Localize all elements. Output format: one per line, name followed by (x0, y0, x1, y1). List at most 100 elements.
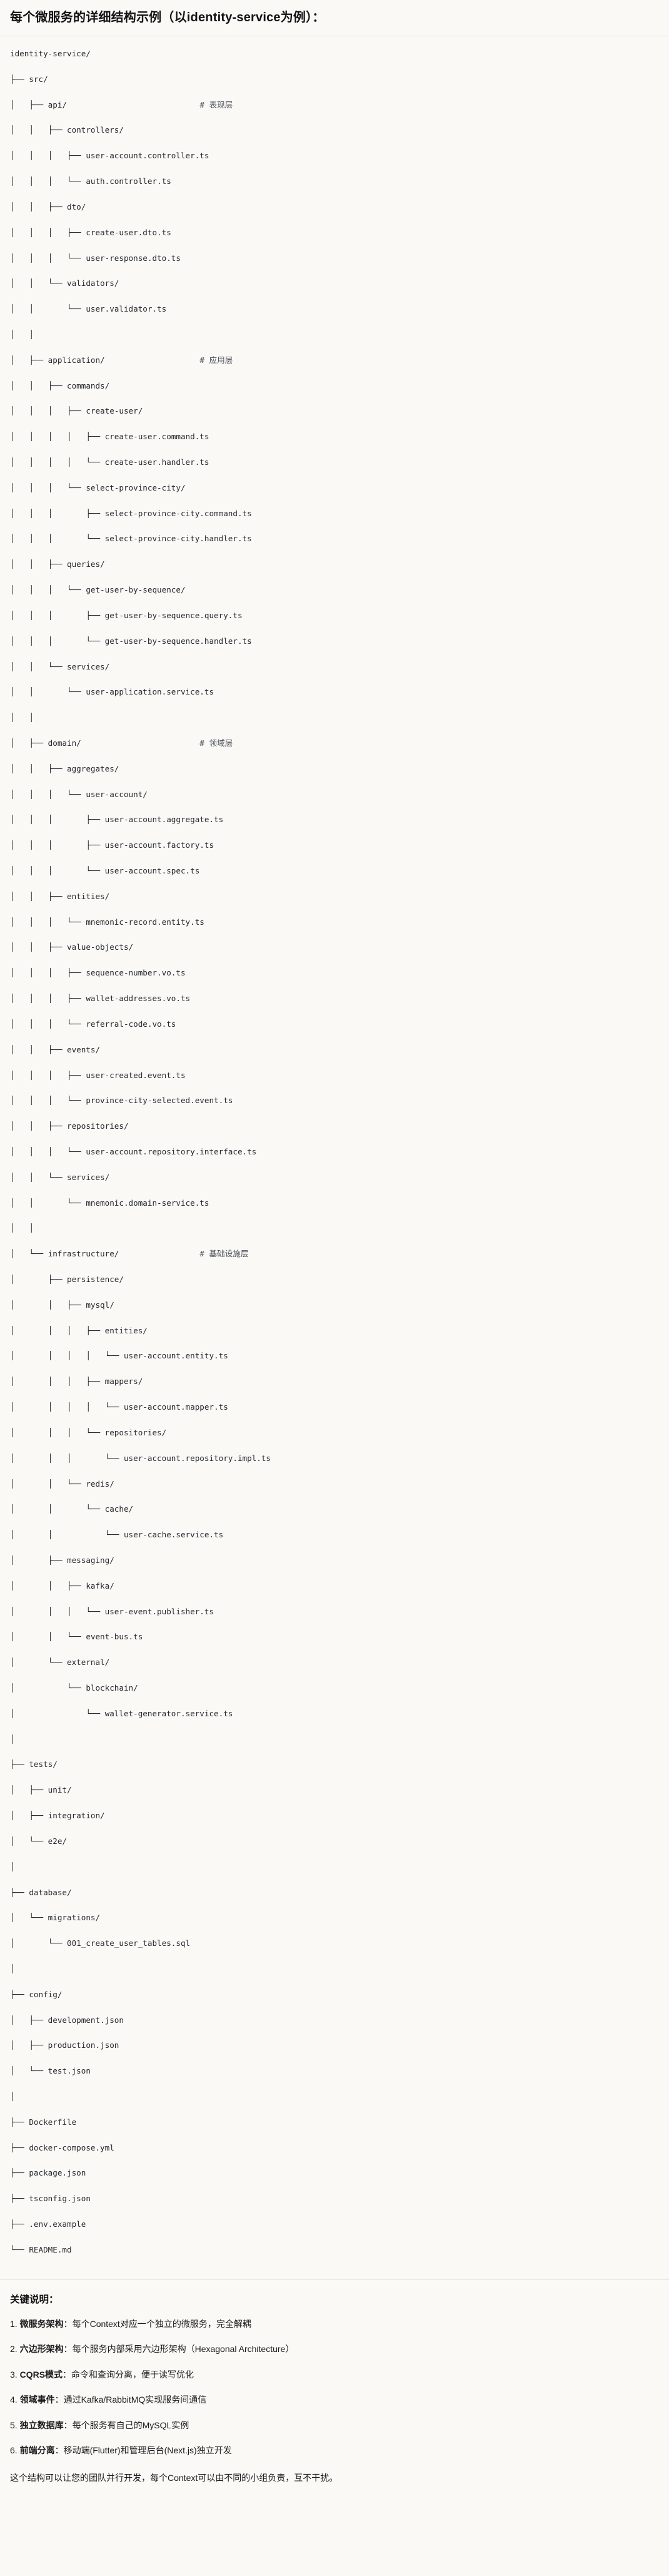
tree-node-label: │ │ │ └── referral-code.vo.ts (10, 1019, 176, 1029)
tree-node-label: │ │ │ └── get-user-by-sequence/ (10, 585, 186, 595)
tree-node-label: │ │ │ ├── user-account.controller.ts (10, 151, 209, 161)
tree-node-label: │ │ │ └── repositories/ (10, 1427, 167, 1437)
key-note-index: 1. (10, 2318, 20, 2329)
tree-node-label: identity-service/ (10, 49, 91, 58)
tree-node-label: │ │ ├── controllers/ (10, 125, 124, 135)
tree-node-label: ├── .env.example (10, 2219, 86, 2229)
tree-node-label: │ │ │ └── mnemonic-record.entity.ts (10, 917, 204, 927)
tree-node-label: │ ├── application/ (10, 355, 105, 365)
key-note-term: 领域事件 (19, 2395, 55, 2405)
tree-node-label: │ │ │ └── user-account/ (10, 789, 148, 799)
tree-node-label: │ │ │ └── user-account.spec.ts (10, 866, 200, 875)
tree-line: │ │ ├── kafka/ (10, 1580, 659, 1592)
key-note-item: 4. 领域事件：通过Kafka/RabbitMQ实现服务间通信 (10, 2393, 659, 2406)
tree-node-label: │ │ ├── dto/ (10, 201, 86, 211)
key-note-index: 2. (10, 2344, 20, 2355)
key-note-term: 独立数据库 (19, 2420, 64, 2430)
tree-node-label: │ │ ├── mysql/ (10, 1300, 114, 1310)
key-note-item: 3. CQRS模式：命令和查询分离，便于读写优化 (10, 2368, 659, 2381)
tree-node-label: │ │ │ ├── user-created.event.ts (10, 1070, 186, 1080)
tree-line: │ │ │ ├── entities/ (10, 1325, 659, 1337)
tree-line: │ └── blockchain/ (10, 1682, 659, 1694)
tree-line: │ │ └── cache/ (10, 1503, 659, 1515)
tree-node-label: │ │ ├── queries/ (10, 559, 105, 569)
tree-line: │ │ │ ├── create-user/ (10, 405, 659, 417)
tree-node-label: │ ├── development.json (10, 2015, 124, 2025)
tree-line: │ │ ├── dto/ (10, 201, 659, 213)
tree-node-label: │ (10, 2092, 15, 2101)
tree-line: │ (10, 1861, 659, 1873)
tree-line: │ │ │ └── select-province-city/ (10, 482, 659, 494)
key-note-separator: ： (63, 2344, 73, 2355)
tree-line: │ │ │ ├── select-province-city.command.t… (10, 507, 659, 520)
tree-line: │ │ │ │ └── create-user.handler.ts (10, 456, 659, 469)
tree-line: │ ├── application/ # 应用层 (10, 354, 659, 367)
tree-line: ├── package.json (10, 2167, 659, 2179)
tree-line: │ │ │ └── select-province-city.handler.t… (10, 532, 659, 545)
tree-line: │ ├── development.json (10, 2014, 659, 2027)
key-note-index: 4. (10, 2395, 20, 2405)
tree-node-label: │ │ │ │ └── user-account.entity.ts (10, 1351, 228, 1361)
key-note-separator: ： (54, 2395, 64, 2405)
tree-node-label: │ │ (10, 329, 34, 339)
key-note-term: CQRS模式 (19, 2369, 63, 2380)
tree-node-label: │ │ └── mnemonic.domain-service.ts (10, 1198, 209, 1208)
tree-line: │ │ ├── mysql/ (10, 1299, 659, 1311)
tree-line: │ └── wallet-generator.service.ts (10, 1708, 659, 1720)
tree-line: │ (10, 1963, 659, 1975)
tree-node-label: ├── config/ (10, 1989, 63, 1999)
tree-node-label: │ │ │ ├── user-account.factory.ts (10, 840, 214, 850)
divider-bottom (0, 2279, 669, 2280)
tree-line: ├── .env.example (10, 2218, 659, 2231)
tree-node-label: │ │ └── user-cache.service.ts (10, 1530, 224, 1540)
tree-layer-comment: # 基础设施层 (199, 1249, 249, 1259)
tree-node-label: │ │ └── user.validator.ts (10, 304, 167, 314)
closing-paragraph: 这个结构可以让您的团队并行开发，每个Context可以由不同的小组负责，互不干扰… (10, 2473, 338, 2483)
tree-line: │ │ │ ├── user-created.event.ts (10, 1069, 659, 1082)
tree-node-label: │ │ │ ├── user-account.aggregate.ts (10, 815, 224, 825)
tree-node-label: │ │ │ ├── mappers/ (10, 1377, 143, 1387)
key-note-index: 6. (10, 2445, 20, 2455)
tree-node-label: │ │ └── redis/ (10, 1479, 114, 1489)
tree-line: │ └── e2e/ (10, 1835, 659, 1848)
tree-line: │ │ │ └── province-city-selected.event.t… (10, 1094, 659, 1107)
tree-line: │ ├── messaging/ (10, 1554, 659, 1567)
key-note-description: 命令和查询分离，便于读写优化 (71, 2369, 194, 2380)
tree-line: │ │ │ └── user-account.repository.interf… (10, 1146, 659, 1158)
tree-layer-comment: # 表现层 (199, 99, 233, 109)
tree-node-label: │ │ (10, 713, 34, 723)
tree-line: │ (10, 2090, 659, 2103)
tree-node-label: ├── database/ (10, 1887, 72, 1897)
tree-line: │ │ │ │ └── user-account.entity.ts (10, 1350, 659, 1362)
directory-tree: identity-service/ ├── src/ │ ├── api/ # … (0, 36, 669, 2279)
tree-node-label: │ (10, 1734, 15, 1744)
tree-line: ├── tsconfig.json (10, 2192, 659, 2205)
tree-node-label: │ │ │ └── select-province-city.handler.t… (10, 534, 252, 544)
key-note-item: 2. 六边形架构：每个服务内部采用六边形架构（Hexagonal Archite… (10, 2342, 659, 2356)
tree-line: │ ├── production.json (10, 2039, 659, 2052)
tree-line: └── README.md (10, 2244, 659, 2256)
tree-node-label: └── README.md (10, 2244, 72, 2254)
key-notes-title: 关键说明： (10, 2294, 59, 2305)
key-note-term: 六边形架构 (19, 2344, 64, 2355)
tree-line: │ │ │ └── mnemonic-record.entity.ts (10, 916, 659, 929)
tree-line: │ │ │ └── user-response.dto.ts (10, 252, 659, 265)
tree-line: │ │ └── user-application.service.ts (10, 686, 659, 698)
tree-node-label: ├── package.json (10, 2168, 86, 2178)
tree-node-label: ├── src/ (10, 74, 48, 84)
tree-node-label: │ │ ├── commands/ (10, 380, 110, 390)
tree-line: │ │ (10, 711, 659, 724)
key-note-separator: ： (63, 2318, 73, 2329)
key-note-term: 前端分离 (19, 2445, 55, 2455)
tree-line: ├── Dockerfile (10, 2116, 659, 2129)
tree-line: │ │ │ ├── wallet-addresses.vo.ts (10, 992, 659, 1005)
tree-node-label: │ └── 001_create_user_tables.sql (10, 1938, 191, 1948)
tree-line: │ │ │ └── referral-code.vo.ts (10, 1018, 659, 1031)
key-note-description: 每个服务有自己的MySQL实例 (72, 2420, 189, 2430)
key-note-item: 5. 独立数据库：每个服务有自己的MySQL实例 (10, 2418, 659, 2432)
tree-line: │ ├── persistence/ (10, 1273, 659, 1286)
key-note-separator: ： (54, 2445, 64, 2455)
tree-line: identity-service/ (10, 48, 659, 60)
tree-node-label: │ │ │ └── user-response.dto.ts (10, 253, 181, 263)
